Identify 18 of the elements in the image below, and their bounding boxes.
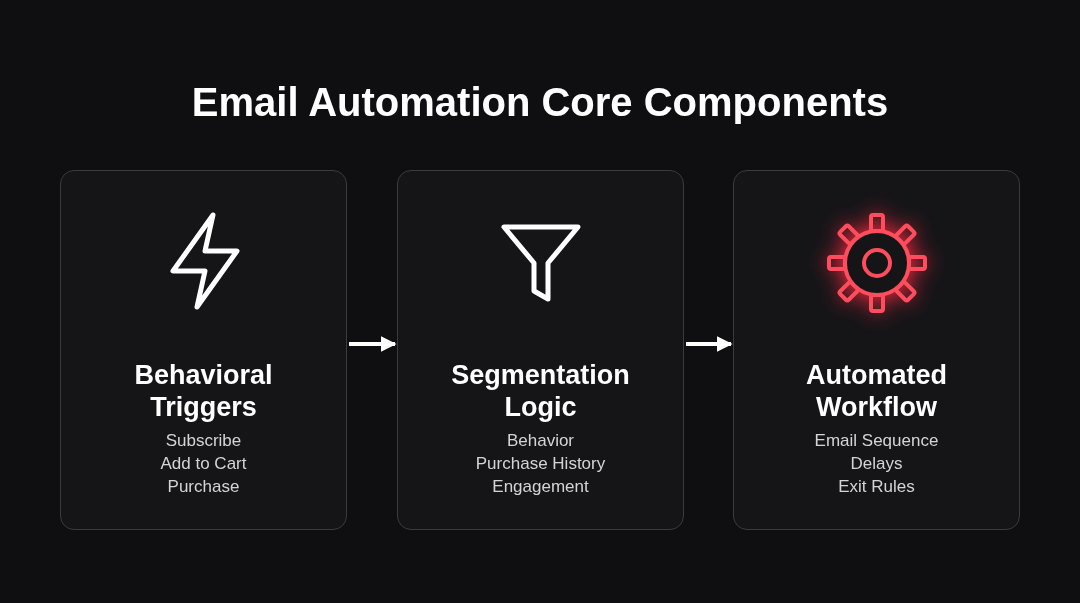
component-card (60, 170, 347, 530)
card-item: Add to Cart (160, 453, 247, 475)
card-heading: Automated Workflow (805, 359, 948, 423)
component-card (397, 170, 684, 530)
card-heading: Segmentation Logic (450, 359, 631, 423)
arrow (349, 336, 397, 352)
component-card (733, 170, 1020, 530)
card-item: Engagement (492, 476, 589, 498)
card-heading: Behavioral Triggers (133, 359, 274, 423)
card-item: Delays (850, 453, 903, 475)
card-item: Exit Rules (838, 476, 915, 498)
title: Email Automation Core Components (190, 79, 890, 126)
card-item: Purchase (167, 476, 240, 498)
card-item: Subscribe (165, 430, 242, 452)
arrow (686, 336, 733, 352)
card-item: Behavior (506, 430, 575, 452)
card-item: Purchase History (475, 453, 606, 475)
card-item: Email Sequence (814, 430, 939, 452)
